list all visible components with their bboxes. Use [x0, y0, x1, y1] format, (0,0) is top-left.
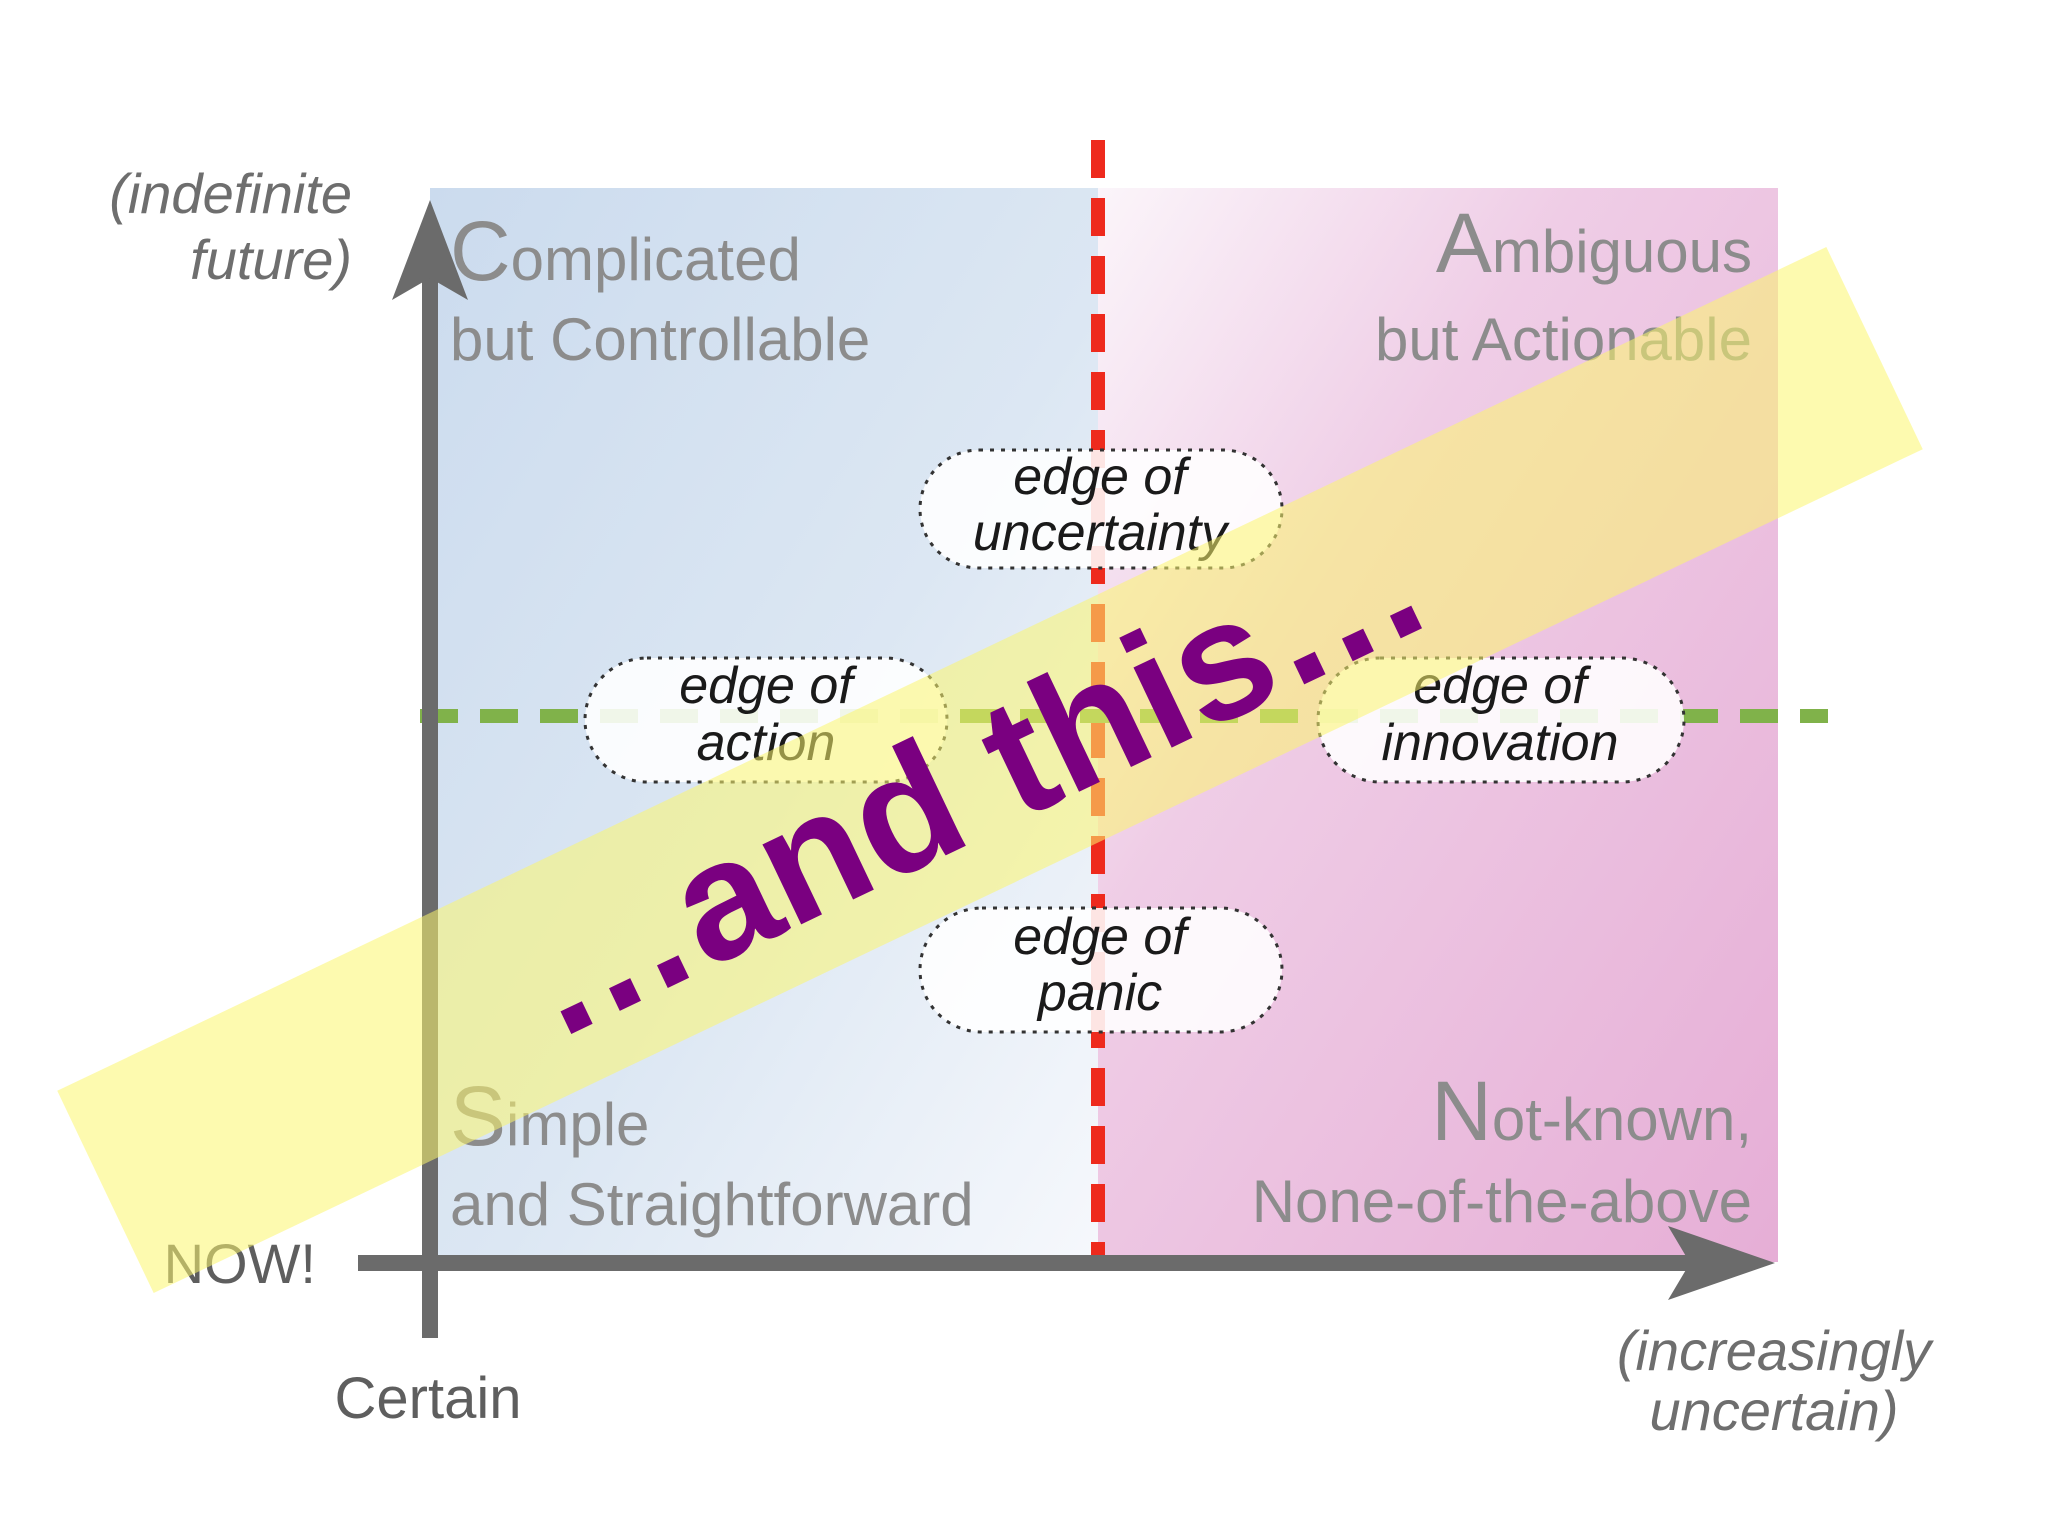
edge-of-panic-outline — [918, 906, 1284, 1034]
quadrant-top-right-initial: A — [1436, 196, 1492, 290]
quadrant-top-left-subtitle: but Controllable — [450, 306, 870, 373]
quadrant-top-right-title: Ambiguous — [1436, 196, 1752, 290]
quadrant-bottom-right-title: Not-known, — [1431, 1064, 1752, 1158]
edge-of-uncertainty-bubble: edge of uncertainty — [918, 448, 1284, 570]
quadrant-bottom-right-rest: ot-known, — [1492, 1086, 1752, 1153]
banner-band — [57, 247, 1923, 1293]
edge-of-panic-line2: panic — [1036, 964, 1162, 1022]
y-axis-top-label-line2: future) — [190, 228, 352, 291]
edge-of-innovation-line2: innovation — [1381, 714, 1618, 772]
quadrant-top-left-initial: C — [450, 204, 511, 298]
quadrant-top-left-rest: omplicated — [511, 226, 801, 293]
x-axis-right-label-line1: (increasingly — [1617, 1319, 1934, 1382]
x-axis-right-label-line2: uncertain) — [1649, 1379, 1898, 1442]
quadrant-top-left-title: Complicated — [450, 204, 801, 298]
vertical-axis-arrowhead — [392, 200, 468, 300]
quadrant-bottom-left-subtitle: and Straightforward — [450, 1171, 974, 1238]
y-axis-top-label-line1: (indefinite — [109, 162, 352, 225]
edge-of-uncertainty-line1: edge of — [1013, 448, 1191, 506]
edge-of-uncertainty-outline — [918, 448, 1284, 570]
edge-of-panic-bubble: edge of panic — [918, 906, 1284, 1034]
quadrant-bottom-right-subtitle: None-of-the-above — [1252, 1168, 1752, 1235]
x-axis-left-label: Certain — [335, 1366, 522, 1431]
horizontal-axis-arrowhead — [1668, 1226, 1775, 1300]
edge-of-action-line1: edge of — [679, 657, 857, 715]
edge-of-panic-line1: edge of — [1013, 908, 1191, 966]
quadrant-top-right-rest: mbiguous — [1492, 218, 1752, 285]
quadrant-bottom-right-initial: N — [1431, 1064, 1492, 1158]
